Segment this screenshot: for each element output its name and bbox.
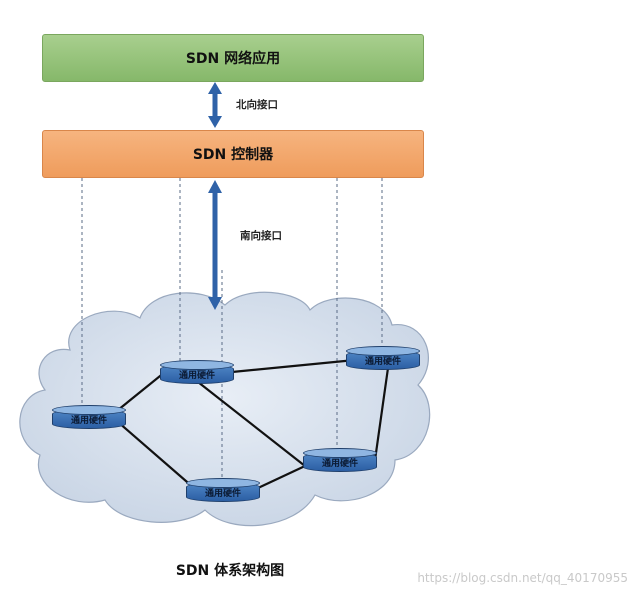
hardware-node: 通用硬件 [303, 448, 377, 472]
application-layer-box: SDN 网络应用 [42, 34, 424, 82]
hardware-node-label: 通用硬件 [364, 357, 401, 367]
hardware-node-label: 通用硬件 [204, 489, 241, 499]
southbound-interface-label: 南向接口 [240, 230, 282, 242]
hardware-node: 通用硬件 [346, 346, 420, 370]
northbound-arrow [208, 82, 222, 128]
northbound-interface-label: 北向接口 [236, 99, 278, 111]
network-link [231, 358, 356, 374]
hardware-node-label: 通用硬件 [178, 371, 215, 381]
application-layer-label: SDN 网络应用 [185, 51, 281, 67]
figure-caption: SDN 体系架构图 [175, 563, 285, 579]
network-link [257, 465, 306, 489]
hardware-node-label: 通用硬件 [70, 416, 107, 426]
network-link [117, 421, 195, 489]
controller-layer-label: SDN 控制器 [192, 147, 274, 163]
hardware-node: 通用硬件 [160, 360, 234, 384]
network-link [117, 371, 166, 411]
hardware-node-label: 通用硬件 [321, 459, 358, 469]
network-link [373, 367, 390, 461]
watermark-text: https://blog.csdn.net/qq_40170955 [417, 571, 628, 585]
control-lines [81, 178, 383, 484]
controller-layer-box: SDN 控制器 [42, 130, 424, 178]
network-link [197, 381, 306, 467]
network-links [117, 358, 390, 489]
southbound-arrow [208, 180, 222, 310]
hardware-node: 通用硬件 [52, 405, 126, 429]
hardware-node: 通用硬件 [186, 478, 260, 502]
